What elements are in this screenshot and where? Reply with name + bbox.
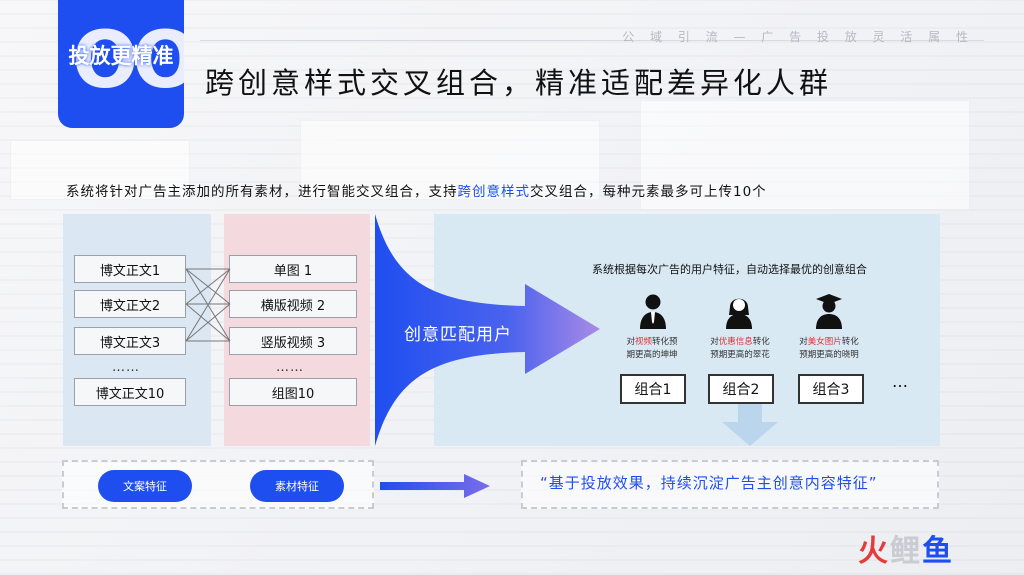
- description-before: 系统将针对广告主添加的所有素材，进行智能交叉组合，支持: [66, 184, 458, 200]
- description-after: 交叉组合，每种元素最多可上传10个: [530, 184, 767, 200]
- caption-post: 转化: [841, 337, 859, 347]
- logo-part-2: 鲤: [890, 534, 922, 569]
- caption-pre: 对: [799, 337, 808, 347]
- material-feature-pill: 素材特征: [250, 470, 344, 502]
- user-caption: 对视频转化预 期更高的坤坤: [612, 336, 692, 362]
- caption-highlight: 视频: [634, 337, 652, 347]
- material-item: 单图 1: [229, 255, 357, 283]
- user-caption: 对美女图片转化 预期更高的晓明: [789, 336, 869, 362]
- combo-box: 组合3: [798, 374, 864, 404]
- quote-box: [521, 460, 939, 509]
- down-arrow-icon: [722, 404, 778, 446]
- badge-text: 投放更精准: [68, 44, 174, 68]
- arrow-label: 创意匹配用户: [404, 325, 512, 345]
- man-suit-icon: [640, 294, 666, 329]
- caption-line2: 期更高的坤坤: [626, 350, 678, 360]
- caption-pre: 对: [710, 337, 719, 347]
- description: 系统将针对广告主添加的所有素材，进行智能交叉组合，支持跨创意样式交叉组合，每种元…: [66, 180, 767, 200]
- page-title: 跨创意样式交叉组合，精准适配差异化人群: [205, 66, 833, 100]
- caption-line2: 预期更高的晓明: [799, 350, 859, 360]
- header-subtitle: 公 域 引 流 — 广 告 投 放 灵 活 属 性: [622, 30, 974, 44]
- combo-box: 组合2: [708, 374, 774, 404]
- badge-big-text: OO: [72, 16, 184, 106]
- result-heading: 系统根据每次广告的用户特征，自动选择最优的创意组合: [592, 263, 867, 276]
- logo-part-3: 鱼: [922, 534, 954, 569]
- user-caption: 对优惠信息转化 预期更高的翠花: [700, 336, 780, 362]
- copy-feature-pill: 文案特征: [98, 470, 192, 502]
- material-item: 组图10: [229, 378, 357, 406]
- material-item: 竖版视频 3: [229, 327, 357, 355]
- copy-item: 博文正文2: [74, 290, 186, 318]
- quote-text: “基于投放效果，持续沉淀广告主创意内容特征”: [540, 474, 878, 492]
- header-badge: OO 投放更精准: [58, 0, 184, 128]
- copy-dots: ……: [112, 360, 140, 375]
- description-highlight: 跨创意样式: [457, 184, 530, 200]
- caption-post: 转化: [752, 337, 770, 347]
- woman-icon: [726, 298, 752, 329]
- copy-item: 博文正文3: [74, 327, 186, 355]
- caption-line2: 预期更高的翠花: [710, 350, 770, 360]
- caption-highlight: 美女图片: [807, 337, 842, 347]
- combo-box: 组合1: [620, 374, 686, 404]
- caption-post: 转化预: [652, 337, 678, 347]
- logo-part-1: 火: [858, 534, 890, 569]
- material-dots: ……: [276, 360, 304, 375]
- graduate-icon: [816, 294, 842, 329]
- background-sheet: [640, 100, 970, 210]
- header-divider: [200, 40, 984, 41]
- material-item: 横版视频 2: [229, 290, 357, 318]
- caption-highlight: 优惠信息: [718, 337, 753, 347]
- match-arrow-icon: [375, 214, 600, 446]
- copy-item: 博文正文1: [74, 255, 186, 283]
- background-sheet: [300, 120, 600, 200]
- caption-pre: 对: [626, 337, 635, 347]
- background-sheet: [10, 140, 190, 200]
- more-ellipsis: …: [892, 372, 909, 391]
- brand-logo: 火鲤鱼: [858, 526, 954, 570]
- cross-combination-lines: [185, 268, 231, 342]
- right-arrow-icon: [380, 474, 490, 498]
- copy-item: 博文正文10: [74, 378, 186, 406]
